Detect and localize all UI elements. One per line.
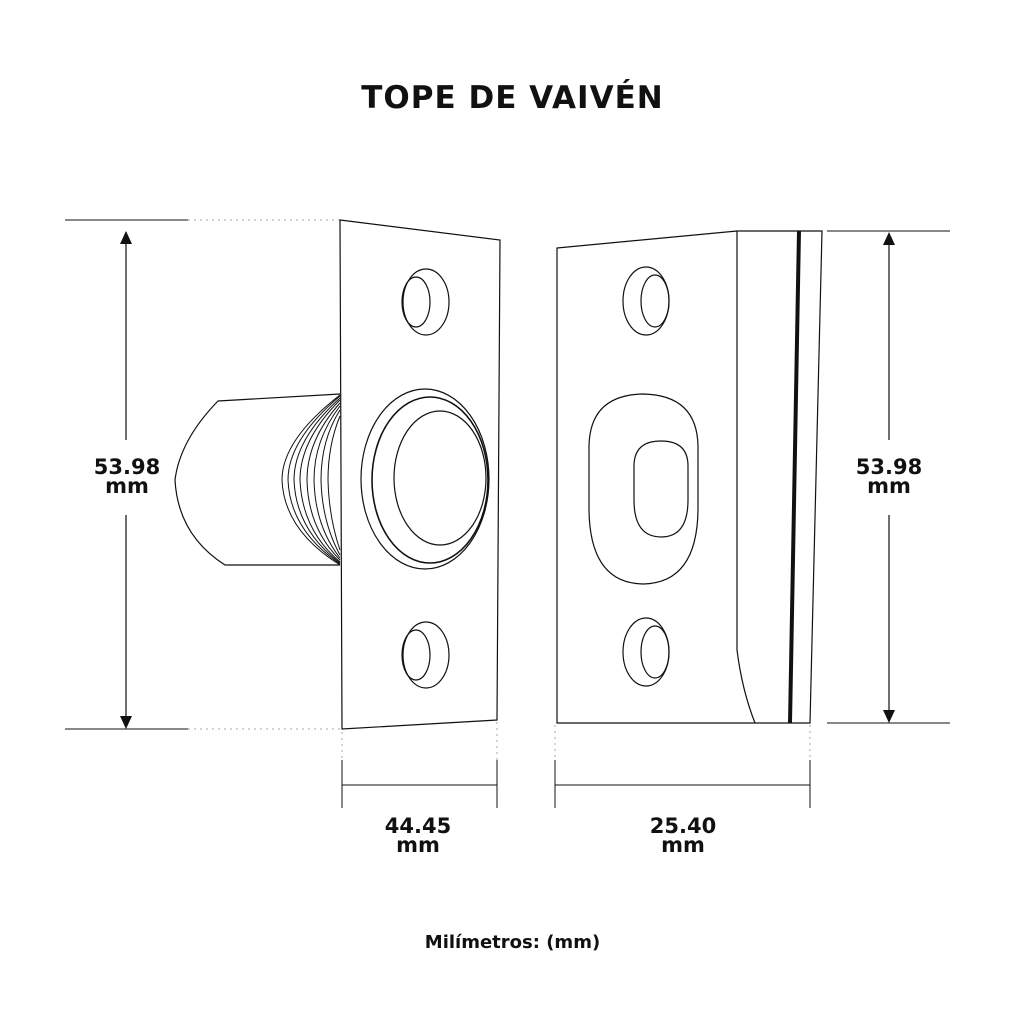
page-title: TOPE DE VAIVÉN: [361, 80, 664, 116]
right-height-dimension: [827, 230, 950, 724]
right-width-dimension: [554, 725, 811, 808]
dimension-value: 53.98: [93, 455, 161, 479]
right-view-strike-plate: [556, 230, 823, 724]
dimension-value: 44.45: [384, 814, 452, 838]
left-height-dimension: [65, 219, 340, 730]
right-width-label: 25.40 mm: [641, 814, 725, 857]
right-height-label: 53.98 mm: [848, 455, 930, 498]
dimension-unit: mm: [661, 833, 705, 857]
dimension-unit: mm: [396, 833, 440, 857]
dimension-value: 25.40: [649, 814, 717, 838]
left-width-dimension: [341, 722, 498, 808]
left-width-label: 44.45 mm: [376, 814, 460, 857]
dimension-unit: mm: [867, 474, 911, 498]
dimension-unit: mm: [105, 474, 149, 498]
left-view-ball-catch: [174, 219, 501, 730]
dimension-value: 53.98: [855, 455, 923, 479]
left-height-label: 53.98 mm: [86, 455, 168, 498]
units-footnote: Milímetros: (mm): [424, 932, 601, 953]
